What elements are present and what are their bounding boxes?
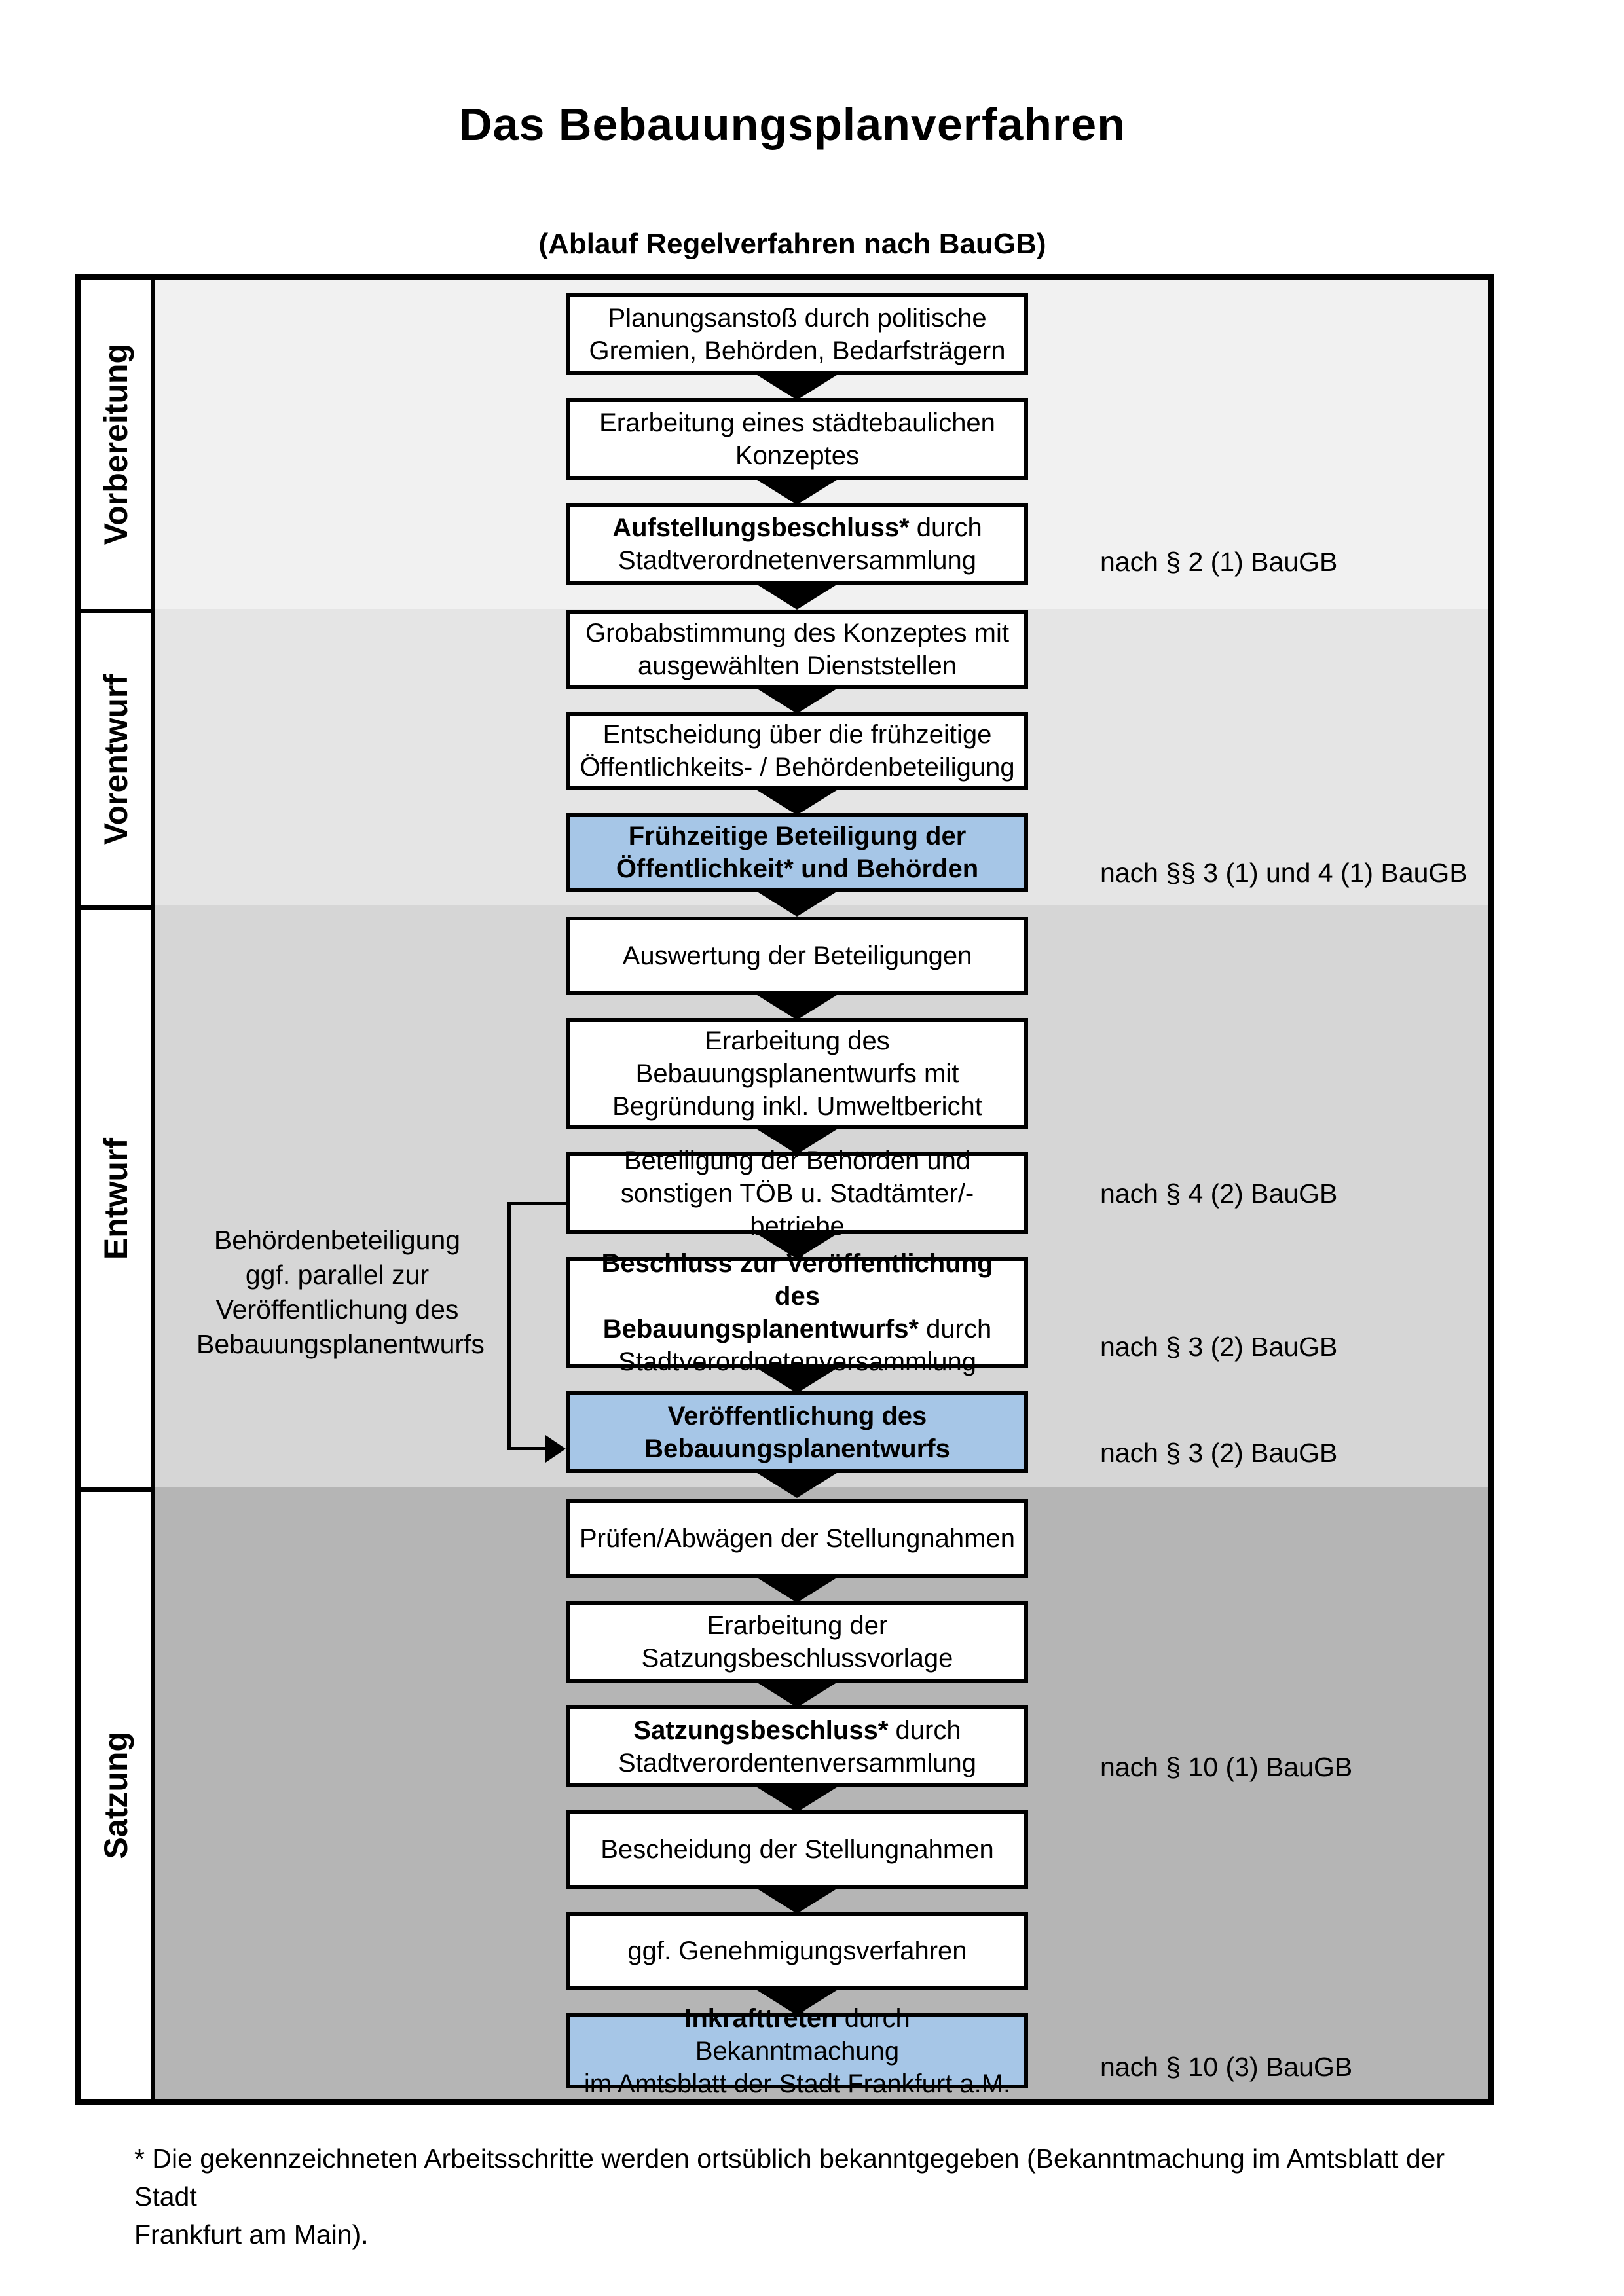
- bracket-line-vertical: [507, 1202, 511, 1450]
- flow-box-text: Erarbeitung eines städtebaulichen Konzep…: [599, 408, 995, 470]
- flow-box-planungsanstoss: Planungsanstoß durch politische Gremien,…: [566, 293, 1028, 375]
- phase-label-satzung: Satzung: [98, 1732, 134, 1859]
- legal-ref-fruehzeitige-beteiligung: nach §§ 3 (1) und 4 (1) BauGB: [1100, 858, 1467, 888]
- flow-box-text: Bescheidung der Stellungnahmen: [600, 1835, 994, 1864]
- flow-box-bescheidung-stellungnahmen: Bescheidung der Stellungnahmen: [566, 1810, 1028, 1889]
- flow-box-text: Beschluss zur Veröffentlichung des Bebau…: [601, 1249, 993, 1376]
- legal-ref-behoerdenbeteiligung: nach § 4 (2) BauGB: [1100, 1178, 1338, 1209]
- flow-box-text: Aufstellungsbeschluss* durch Stadtverord…: [612, 513, 982, 575]
- down-arrow-icon: [755, 1367, 839, 1393]
- bracket-arrowhead-icon: [545, 1435, 566, 1463]
- flow-box-pruefen-abwaegen: Prüfen/Abwägen der Stellungnahmen: [566, 1499, 1028, 1578]
- flow-box-genehmigungsverfahren: ggf. Genehmigungsverfahren: [566, 1912, 1028, 1990]
- down-arrow-icon: [755, 890, 839, 917]
- flow-box-text: Frühzeitige Beteiligung der Öffentlichke…: [616, 822, 979, 883]
- down-arrow-icon: [755, 583, 839, 610]
- flow-box-staedtebauliches-konzept: Erarbeitung eines städtebaulichen Konzep…: [566, 398, 1028, 480]
- down-arrow-icon: [755, 1128, 839, 1154]
- bracket-line-bottom: [507, 1447, 548, 1450]
- flow-box-fruehzeitige-beteiligung: Frühzeitige Beteiligung der Öffentlichke…: [566, 813, 1028, 892]
- flow-box-text: Erarbeitung der Satzungsbeschlussvorlage: [641, 1611, 953, 1673]
- flow-box-aufstellungsbeschluss: Aufstellungsbeschluss* durch Stadtverord…: [566, 503, 1028, 585]
- flow-box-text: Satzungsbeschluss* durch Stadtverordente…: [618, 1715, 976, 1777]
- flow-box-auswertung-beteiligungen: Auswertung der Beteiligungen: [566, 917, 1028, 995]
- down-arrow-icon: [755, 789, 839, 815]
- legal-ref-satzungsbeschluss: nach § 10 (1) BauGB: [1100, 1752, 1353, 1782]
- down-arrow-icon: [755, 374, 839, 400]
- flow-box-erarbeitung-bebauungsplanentwurf: Erarbeitung des Bebauungsplanentwurfs mi…: [566, 1018, 1028, 1129]
- flow-box-text: Entscheidung über die frühzeitige Öffent…: [580, 720, 1015, 782]
- flow-box-text: Planungsanstoß durch politische Gremien,…: [589, 303, 1006, 365]
- down-arrow-icon: [755, 479, 839, 505]
- legal-ref-aufstellungsbeschluss: nach § 2 (1) BauGB: [1100, 547, 1338, 577]
- down-arrow-icon: [755, 1233, 839, 1259]
- footnote: * Die gekennzeichneten Arbeitsschritte w…: [134, 2143, 1445, 2250]
- flow-box-grobabstimmung: Grobabstimmung des Konzeptes mit ausgewä…: [566, 610, 1028, 689]
- phase-cell-entwurf: Entwurf: [81, 905, 151, 1487]
- flow-box-text: Auswertung der Beteiligungen: [622, 941, 972, 970]
- down-arrow-icon: [755, 1576, 839, 1603]
- flow-box-text: Inkrafttreten durch Bekanntmachung im Am…: [583, 2003, 1011, 2098]
- down-arrow-icon: [755, 1472, 839, 1498]
- flow-box-text: Veröffentlichung des Bebauungsplanentwur…: [644, 1401, 950, 1463]
- page-subtitle: (Ablauf Regelverfahren nach BauGB): [538, 228, 1046, 260]
- down-arrow-icon: [755, 1887, 839, 1914]
- bracket-line-top: [507, 1202, 566, 1205]
- side-note-behoerdenbeteiligung: Behördenbeteiligung ggf. parallel zur Ve…: [196, 1225, 485, 1359]
- flow-box-text: ggf. Genehmigungsverfahren: [627, 1937, 967, 1965]
- down-arrow-icon: [755, 1681, 839, 1707]
- phase-cell-vorbereitung: Vorbereitung: [81, 280, 151, 609]
- flow-box-text: Beteiligung der Behörden und sonstigen T…: [620, 1146, 974, 1241]
- flow-box-text: Grobabstimmung des Konzeptes mit ausgewä…: [585, 619, 1009, 680]
- flow-box-text: Erarbeitung des Bebauungsplanentwurfs mi…: [612, 1027, 982, 1121]
- down-arrow-icon: [755, 1989, 839, 2015]
- down-arrow-icon: [755, 994, 839, 1020]
- flow-box-text: Prüfen/Abwägen der Stellungnahmen: [580, 1524, 1015, 1553]
- flow-box-veroeffentlichung-entwurf: Veröffentlichung des Bebauungsplanentwur…: [566, 1391, 1028, 1473]
- legal-ref-veroeffentlichung: nach § 3 (2) BauGB: [1100, 1438, 1338, 1468]
- page-title: Das Bebauungsplanverfahren: [459, 99, 1126, 150]
- flow-box-entscheidung-beteiligung: Entscheidung über die frühzeitige Öffent…: [566, 712, 1028, 790]
- phase-label-vorentwurf: Vorentwurf: [98, 674, 134, 845]
- legal-ref-inkrafttreten: nach § 10 (3) BauGB: [1100, 2052, 1353, 2082]
- phase-cell-vorentwurf: Vorentwurf: [81, 609, 151, 905]
- down-arrow-icon: [755, 1786, 839, 1812]
- flow-box-beschluss-veroeffentlichung: Beschluss zur Veröffentlichung des Bebau…: [566, 1249, 1028, 1376]
- legal-ref-beschluss-veroeffentlichung: nach § 3 (2) BauGB: [1100, 1332, 1338, 1362]
- phase-label-entwurf: Entwurf: [98, 1137, 134, 1260]
- down-arrow-icon: [755, 687, 839, 714]
- phase-label-vorbereitung: Vorbereitung: [98, 343, 134, 545]
- flow-box-satzungsbeschluss: Satzungsbeschluss* durch Stadtverordente…: [566, 1705, 1028, 1787]
- flow-box-beteiligung-behoerden-toeb: Beteiligung der Behörden und sonstigen T…: [566, 1146, 1028, 1241]
- phase-cell-satzung: Satzung: [81, 1487, 151, 2099]
- phase-label-column: Vorbereitung Vorentwurf Entwurf Satzung: [81, 280, 155, 2099]
- flow-box-satzungsbeschlussvorlage: Erarbeitung der Satzungsbeschlussvorlage: [566, 1601, 1028, 1683]
- flow-box-inkrafttreten: Inkrafttreten durch Bekanntmachung im Am…: [566, 2004, 1028, 2098]
